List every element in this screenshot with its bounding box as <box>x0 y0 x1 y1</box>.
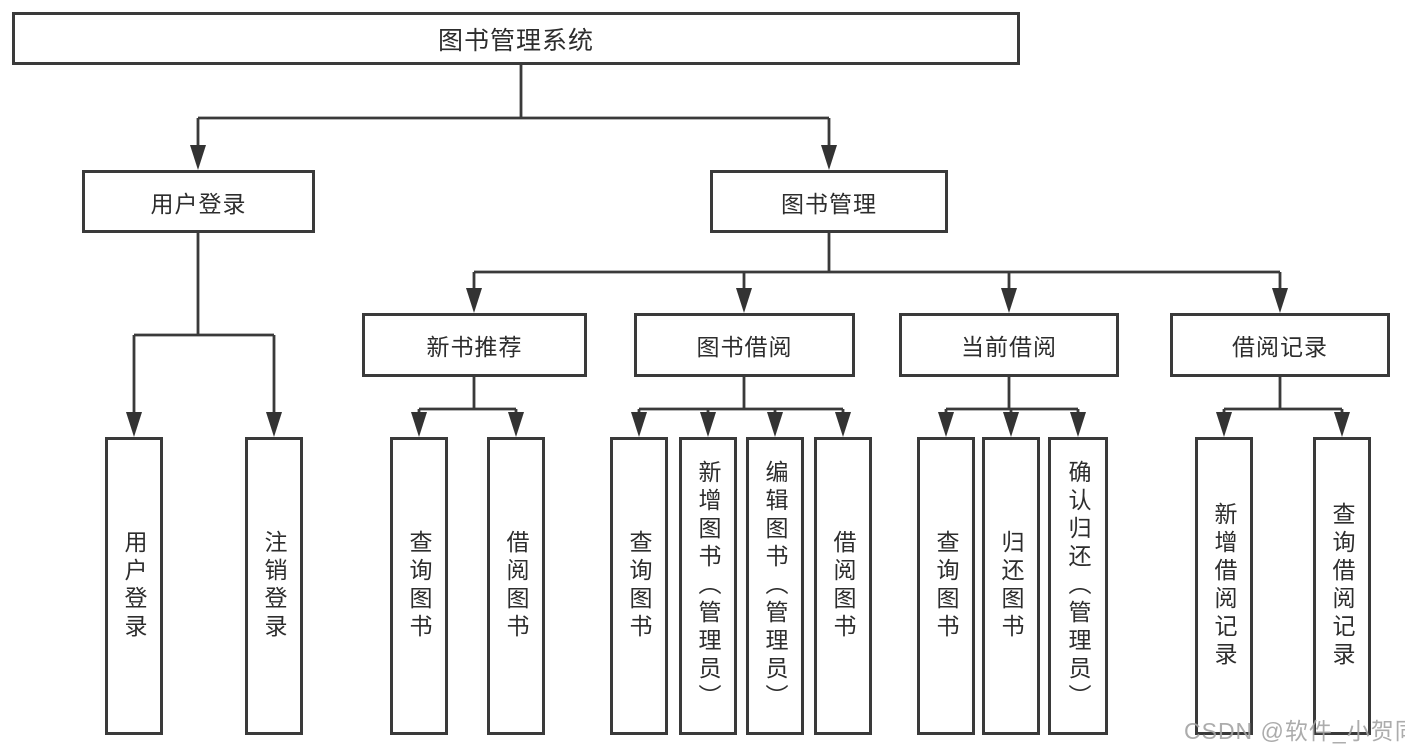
node-new-book-recommendation: 新书推荐 <box>362 313 587 377</box>
leaf-query-books-current: 查询图书 <box>917 437 975 735</box>
node-label: 借阅记录 <box>1232 334 1328 360</box>
node-label: 用户登录 <box>150 190 247 217</box>
leaf-label: 新增借阅记录 <box>1211 502 1237 670</box>
leaf-query-books-borrow: 查询图书 <box>610 437 668 735</box>
node-current-borrowing: 当前借阅 <box>899 313 1119 377</box>
leaf-borrow-books-recommend: 借阅图书 <box>487 437 545 735</box>
leaf-return-book: 归还图书 <box>982 437 1040 735</box>
leaf-label: 新增图书（管理员） <box>695 460 721 712</box>
leaf-label: 注销登录 <box>261 530 287 642</box>
leaf-add-borrow-record: 新增借阅记录 <box>1195 437 1253 735</box>
leaf-label: 用户登录 <box>121 530 147 642</box>
leaf-label: 查询借阅记录 <box>1329 502 1355 670</box>
leaf-user-login: 用户登录 <box>105 437 163 735</box>
leaf-label: 归还图书 <box>998 530 1024 642</box>
node-label: 图书管理系统 <box>437 26 594 55</box>
leaf-query-books-recommend: 查询图书 <box>390 437 448 735</box>
leaf-query-borrow-record: 查询借阅记录 <box>1313 437 1371 735</box>
node-label: 当前借阅 <box>961 334 1057 360</box>
leaf-label: 查询图书 <box>406 530 432 642</box>
node-label: 新书推荐 <box>426 334 523 360</box>
leaf-add-book-admin: 新增图书（管理员） <box>679 437 737 735</box>
node-library-management-system: 图书管理系统 <box>12 12 1020 65</box>
node-book-borrowing: 图书借阅 <box>634 313 855 377</box>
leaf-confirm-return-admin: 确认归还（管理员） <box>1048 437 1108 735</box>
node-user-login-branch: 用户登录 <box>82 170 315 233</box>
node-label: 图书借阅 <box>696 334 793 360</box>
leaf-label: 借阅图书 <box>830 530 856 642</box>
csdn-watermark: CSDN @软件_小贺同学 <box>1184 718 1405 744</box>
leaf-label: 确认归还（管理员） <box>1065 460 1091 712</box>
leaf-label: 借阅图书 <box>503 530 529 642</box>
leaf-borrow-books: 借阅图书 <box>814 437 872 735</box>
node-borrowing-records: 借阅记录 <box>1170 313 1390 377</box>
node-label: 图书管理 <box>781 190 877 217</box>
leaf-edit-book-admin: 编辑图书（管理员） <box>746 437 804 735</box>
leaf-label: 编辑图书（管理员） <box>762 460 788 712</box>
leaf-label: 查询图书 <box>933 530 959 642</box>
node-book-management: 图书管理 <box>710 170 948 233</box>
leaf-logout: 注销登录 <box>245 437 303 735</box>
leaf-label: 查询图书 <box>626 530 652 642</box>
